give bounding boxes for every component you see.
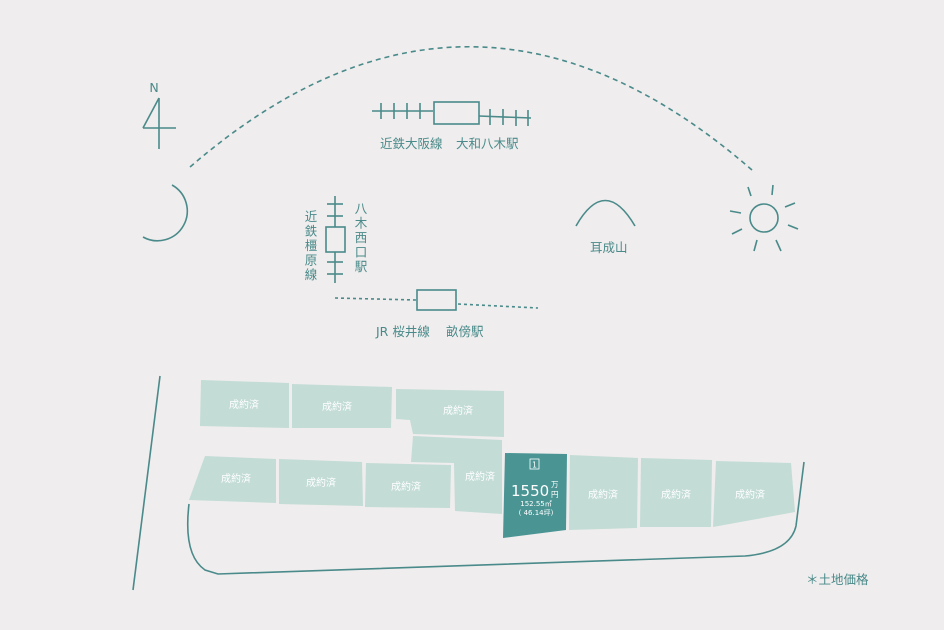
yagi-nishiguchi-station-icon	[325, 226, 346, 253]
lot-sold[interactable]	[411, 436, 502, 514]
lot-status-label: 成約済	[391, 480, 421, 493]
mountain-icon	[575, 199, 636, 227]
mountain-label: 耳成山	[590, 240, 628, 255]
lot-featured[interactable]	[503, 453, 567, 538]
lot-sold[interactable]	[200, 380, 289, 428]
featured-lot-info: 1 1550 万 円 152.55㎡ ( 46.14坪)	[511, 458, 559, 517]
sun-icon	[729, 184, 799, 252]
unebi-station-label: 畝傍駅	[446, 324, 484, 339]
kintetsu-osaka-line: 近鉄大阪線 大和八木駅	[372, 101, 532, 151]
lot-price: 1550	[511, 482, 549, 500]
lot-sold[interactable]	[396, 389, 504, 437]
lot-status-label: 成約済	[322, 400, 352, 413]
lot-number: 1	[532, 461, 537, 470]
kintetsu-osaka-line-label: 近鉄大阪線	[380, 136, 443, 151]
lot-price-unit-bottom: 円	[551, 490, 559, 499]
lot-sold[interactable]	[279, 459, 363, 506]
lot-status-label: 成約済	[465, 470, 495, 483]
lot-sold[interactable]	[569, 455, 638, 530]
jr-sakurai-line: JR 桜井線 畝傍駅	[334, 289, 539, 339]
unebi-station-icon	[416, 289, 457, 311]
mount-miminashi: 耳成山	[575, 199, 636, 255]
north-compass: N	[142, 80, 176, 149]
lot-sold[interactable]	[365, 463, 451, 508]
lot-status-label: 成約済	[306, 476, 336, 489]
lot-area-sqm: 152.55㎡	[520, 500, 552, 508]
lot-number-badge	[529, 458, 540, 470]
lot-status-label: 成約済	[735, 488, 765, 501]
yamato-yagi-station-icon	[433, 101, 480, 125]
north-label: N	[149, 80, 158, 95]
lot-status-label: 成約済	[588, 488, 618, 501]
lot-sold[interactable]	[640, 458, 712, 527]
lot-sold[interactable]	[713, 461, 795, 527]
jr-sakurai-line-label: JR 桜井線	[375, 324, 430, 339]
sold-labels: 成約済 成約済 成約済 成約済 成約済 成約済 成約済 成約済 成約済 成約済	[221, 398, 765, 501]
lot-area-tsubo: ( 46.14坪)	[519, 509, 554, 517]
compass-arrow-icon	[142, 97, 176, 149]
moon-icon	[142, 184, 189, 242]
lot-status-label: 成約済	[221, 472, 251, 485]
lot-sold[interactable]	[292, 384, 392, 428]
kintetsu-kashihara-line-label: 近鉄橿原線	[303, 210, 318, 283]
kintetsu-kashihara-line: 近鉄橿原線 八木西口駅	[303, 196, 368, 283]
lot-status-label: 成約済	[229, 398, 259, 411]
lot-sold[interactable]	[189, 456, 276, 503]
site-boundary	[132, 375, 805, 591]
sky-arc	[189, 46, 753, 171]
lots	[189, 380, 795, 538]
price-note: ＊土地価格	[806, 572, 869, 587]
lot-status-label: 成約済	[661, 488, 691, 501]
yagi-nishiguchi-station-label: 八木西口駅	[353, 202, 368, 275]
lot-price-unit-top: 万	[551, 480, 559, 489]
yamato-yagi-station-label: 大和八木駅	[456, 136, 519, 151]
lot-status-label: 成約済	[443, 404, 473, 417]
